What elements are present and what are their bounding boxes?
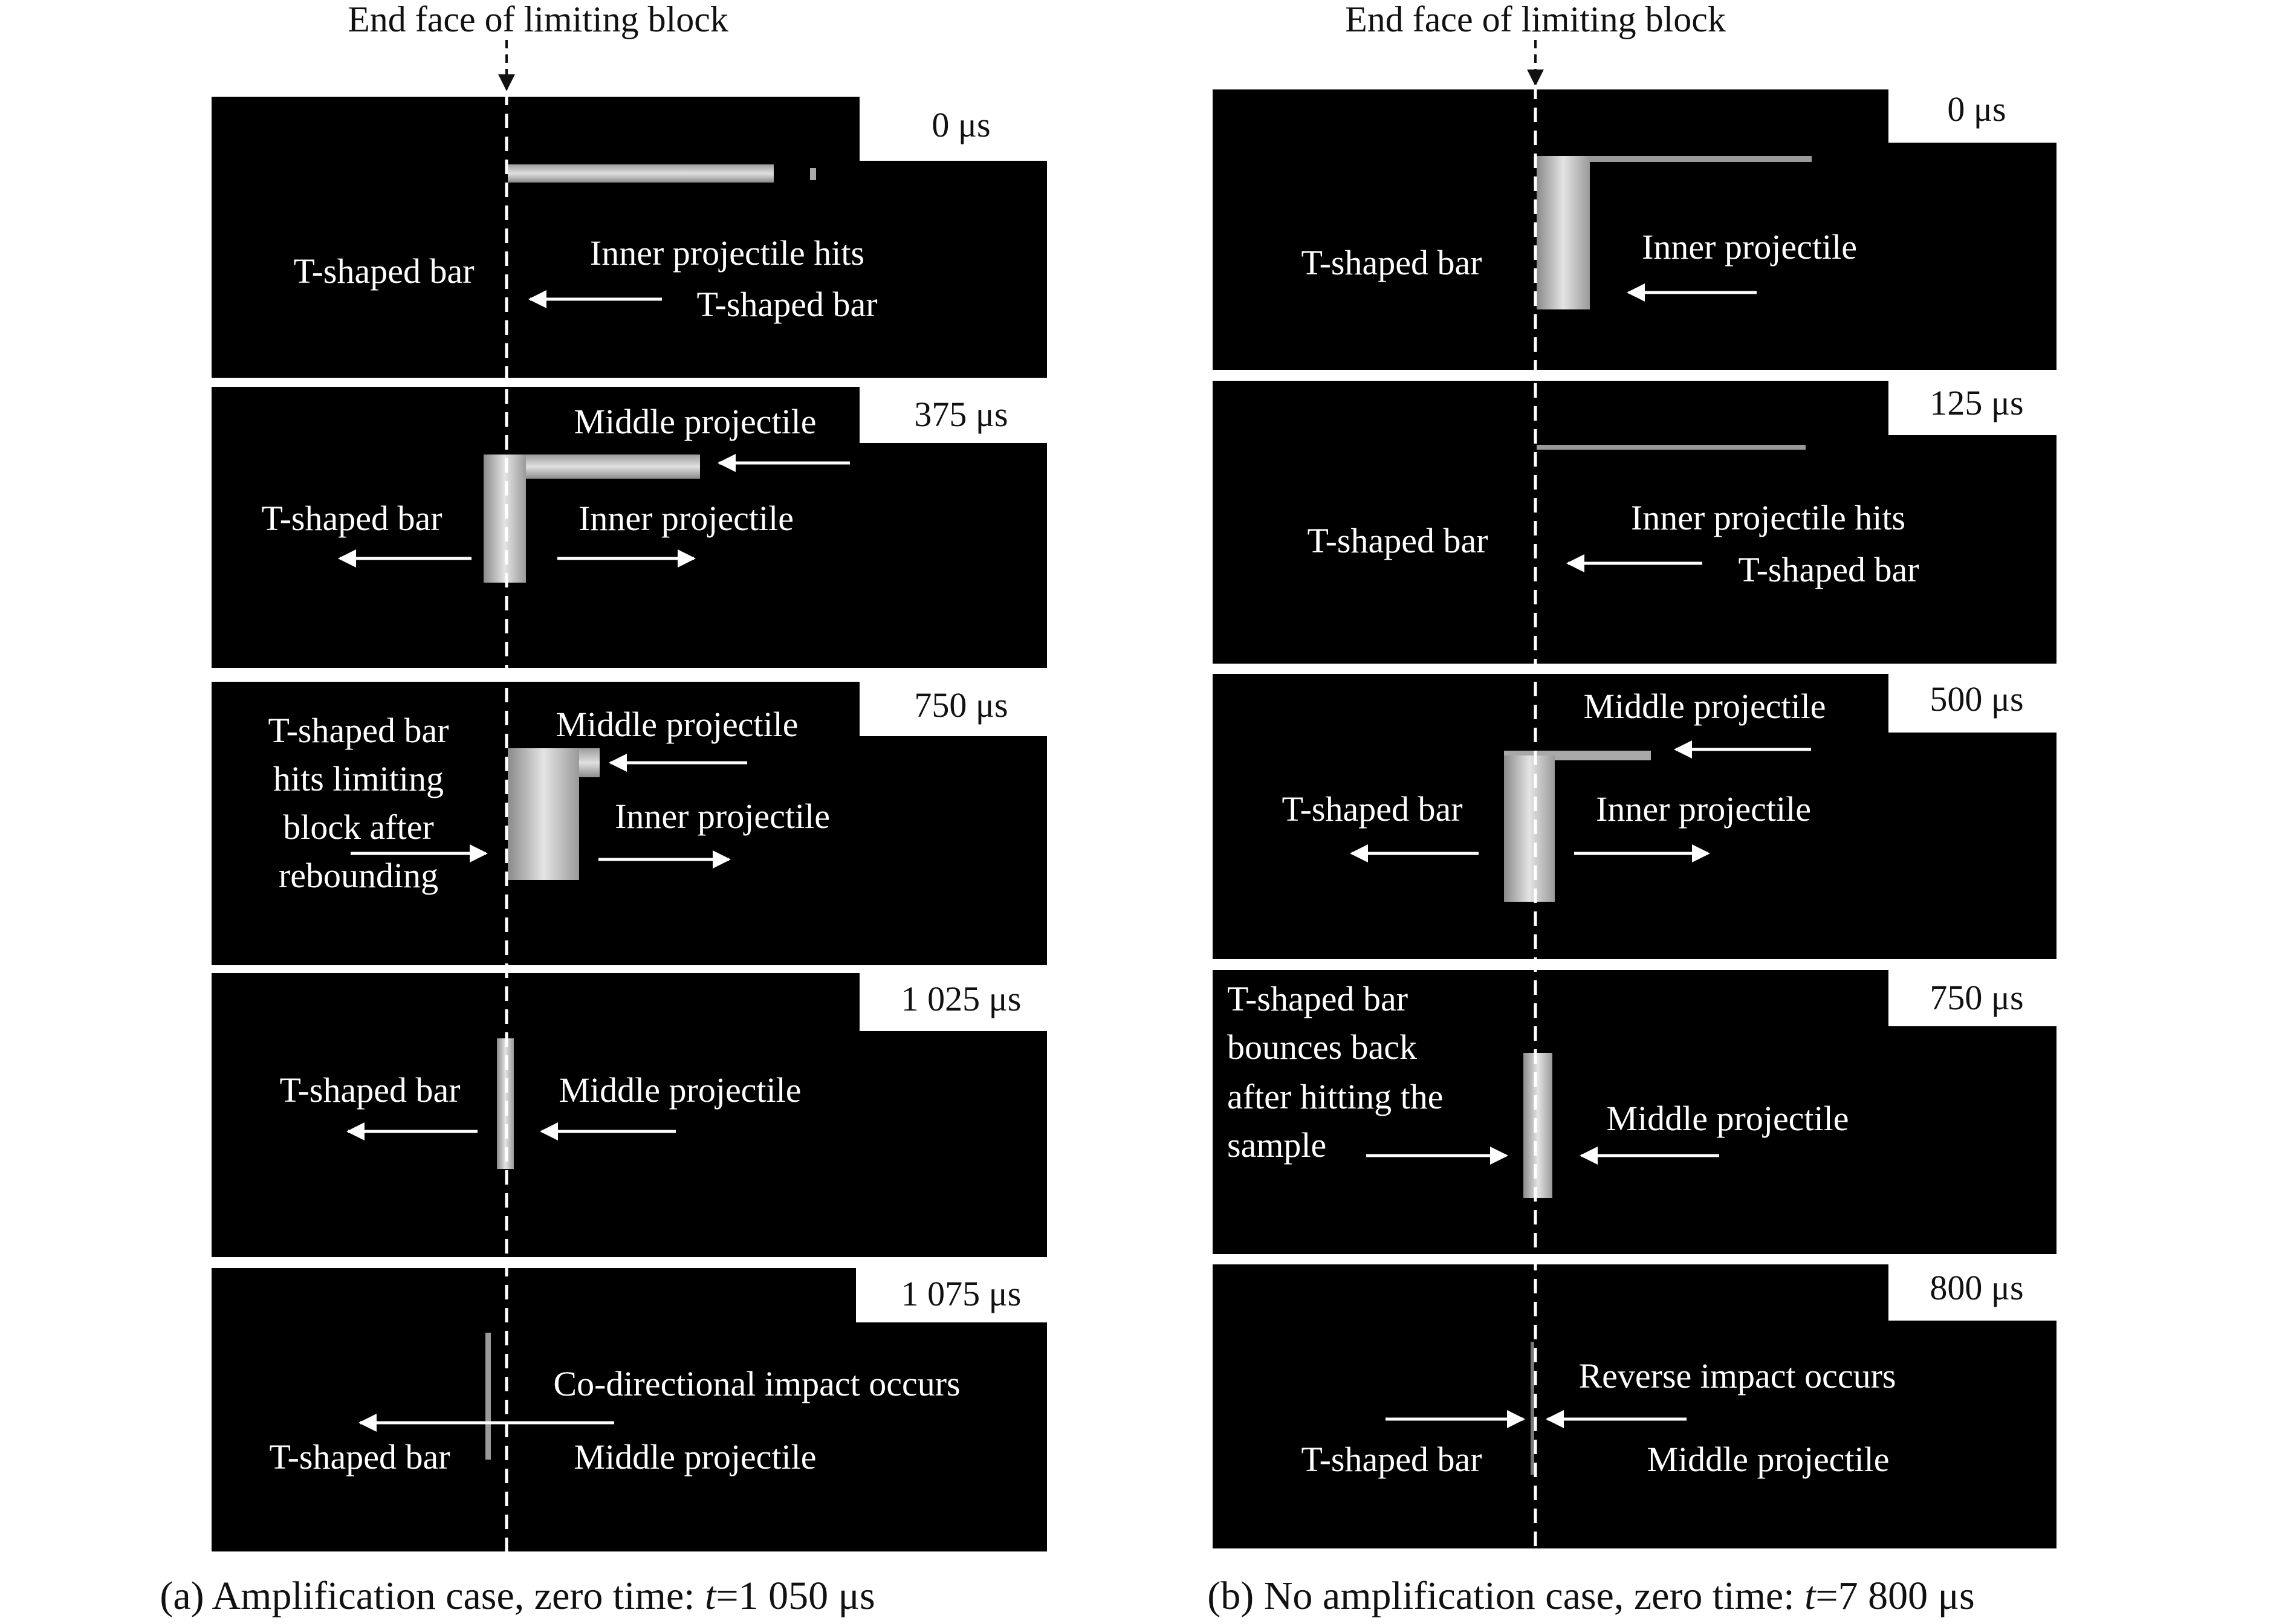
panel-a-frame-2: 375 μs Middle projectile T-shaped bar In…: [212, 387, 1047, 668]
label-t-shaped-bar-2: T-shaped bar: [1738, 550, 1919, 589]
panel-b-frame-3: 500 μs Middle projectile T-shaped bar In…: [1213, 674, 2056, 959]
panel-a-frame-4: 1 025 μs T-shaped bar Middle projectile: [212, 973, 1047, 1257]
label-rebounding: rebounding: [279, 856, 438, 895]
t-shaped-bar-shape: [1531, 1342, 1534, 1475]
label-inner-projectile-hits: Inner projectile hits: [1631, 498, 1905, 537]
label-sample: sample: [1227, 1125, 1326, 1165]
label-middle-projectile: Middle projectile: [574, 402, 816, 441]
frame-time: 750 μs: [1930, 978, 2023, 1017]
panel-a: End face of limiting block 0 μs T-shaped…: [160, 0, 1047, 1618]
inner-projectile-shape: [508, 164, 774, 183]
frame-background: [212, 387, 1047, 668]
panel-b-title: End face of limiting block: [1345, 0, 1726, 39]
label-block-after: block after: [283, 807, 434, 847]
frame-time: 1 075 μs: [901, 1274, 1022, 1313]
frame-time: 375 μs: [914, 395, 1008, 434]
caption-prefix: (a) Amplification case, zero time:: [160, 1574, 705, 1618]
inner-projectile-shape: [1537, 445, 1806, 450]
label-t-shaped-bar-2: T-shaped bar: [696, 285, 877, 324]
label-t-shaped-bar: T-shaped bar: [1301, 1440, 1482, 1479]
t-shaped-bar-shape: [484, 455, 526, 583]
panel-a-title: End face of limiting block: [348, 0, 728, 39]
caption-variable: t: [705, 1574, 717, 1618]
label-t-shaped-bar: T-shaped bar: [1301, 243, 1482, 282]
label-middle-projectile: Middle projectile: [559, 1070, 801, 1110]
label-middle-projectile: Middle projectile: [1647, 1440, 1889, 1479]
label-hits-limiting: hits limiting: [273, 759, 444, 798]
frame-background: [212, 682, 1047, 965]
caption-prefix: (b) No amplification case, zero time:: [1207, 1574, 1804, 1618]
panel-b-frame-4: 750 μs T-shaped bar bounces back after h…: [1213, 970, 2056, 1254]
frame-background: [212, 973, 1047, 1257]
label-inner-projectile-hits: Inner projectile hits: [590, 233, 864, 273]
projectile-fragment: [810, 168, 816, 180]
panel-b: End face of limiting block 0 μs T-shaped…: [1207, 0, 2056, 1618]
label-after-hitting-the: after hitting the: [1227, 1077, 1444, 1116]
panel-b-caption: (b) No amplification case, zero time: t=…: [1207, 1574, 1974, 1618]
t-shaped-bar-shape: [1537, 156, 1590, 309]
frame-background: [212, 1268, 1047, 1551]
frame-time: 0 μs: [932, 105, 990, 144]
label-co-directional-impact: Co-directional impact occurs: [553, 1364, 960, 1403]
label-middle-projectile: Middle projectile: [556, 705, 798, 744]
frame-time: 1 025 μs: [901, 979, 1022, 1018]
label-t-shaped-bar: T-shaped bar: [268, 711, 449, 750]
label-t-shaped-bar: T-shaped bar: [293, 251, 474, 291]
inner-projectile-shape: [1537, 156, 1812, 162]
t-shaped-bar-shape: [485, 1333, 491, 1460]
caption-variable: t: [1804, 1574, 1817, 1618]
label-inner-projectile: Inner projectile: [615, 797, 830, 836]
label-t-shaped-bar: T-shaped bar: [261, 499, 442, 538]
caption-value: =1 050 μs: [716, 1574, 875, 1618]
frame-background: [1213, 970, 2056, 1254]
inner-projectile-shape: [508, 748, 579, 880]
label-bounces-back: bounces back: [1227, 1027, 1417, 1067]
frame-time: 750 μs: [914, 685, 1008, 725]
frame-background: [1213, 381, 2056, 664]
t-shaped-bar-shape: [1504, 755, 1555, 902]
frame-background: [1213, 674, 2056, 959]
t-shaped-bar-shape: [1523, 1053, 1552, 1198]
label-t-shaped-bar: T-shaped bar: [279, 1070, 460, 1110]
panel-a-caption: (a) Amplification case, zero time: t=1 0…: [160, 1574, 875, 1618]
panel-b-frame-2: 125 μs T-shaped bar Inner projectile hit…: [1213, 381, 2056, 664]
frame-time: 0 μs: [1947, 89, 2006, 129]
panel-a-frame-1: 0 μs T-shaped bar Inner projectile hits …: [212, 97, 1047, 378]
label-inner-projectile: Inner projectile: [1642, 227, 1857, 267]
label-t-shaped-bar: T-shaped bar: [1307, 521, 1488, 560]
label-t-shaped-bar: T-shaped bar: [269, 1437, 450, 1477]
frame-time: 800 μs: [1930, 1268, 2023, 1307]
frame-background: [212, 97, 1047, 378]
label-middle-projectile: Middle projectile: [1606, 1099, 1849, 1138]
label-t-shaped-bar: T-shaped bar: [1282, 789, 1462, 829]
panel-b-frame-1: 0 μs T-shaped bar Inner projectile: [1213, 89, 2056, 370]
frame-time: 500 μs: [1930, 679, 2023, 719]
label-middle-projectile: Middle projectile: [574, 1437, 816, 1477]
label-middle-projectile: Middle projectile: [1583, 687, 1826, 726]
label-t-shaped-bar: T-shaped bar: [1227, 979, 1408, 1018]
label-reverse-impact: Reverse impact occurs: [1578, 1356, 1896, 1396]
caption-value: =7 800 μs: [1815, 1574, 1974, 1618]
label-inner-projectile: Inner projectile: [1596, 789, 1811, 829]
label-inner-projectile: Inner projectile: [579, 499, 794, 538]
frame-background: [1213, 1264, 2056, 1548]
panel-a-frame-5: 1 075 μs Co-directional impact occurs T-…: [212, 1268, 1047, 1551]
frame-background: [1213, 89, 2056, 370]
panel-a-frame-3: 750 μs T-shaped bar hits limiting block …: [212, 682, 1047, 965]
panel-b-frame-5: 800 μs Reverse impact occurs T-shaped ba…: [1213, 1264, 2056, 1548]
frame-time: 125 μs: [1930, 383, 2023, 422]
